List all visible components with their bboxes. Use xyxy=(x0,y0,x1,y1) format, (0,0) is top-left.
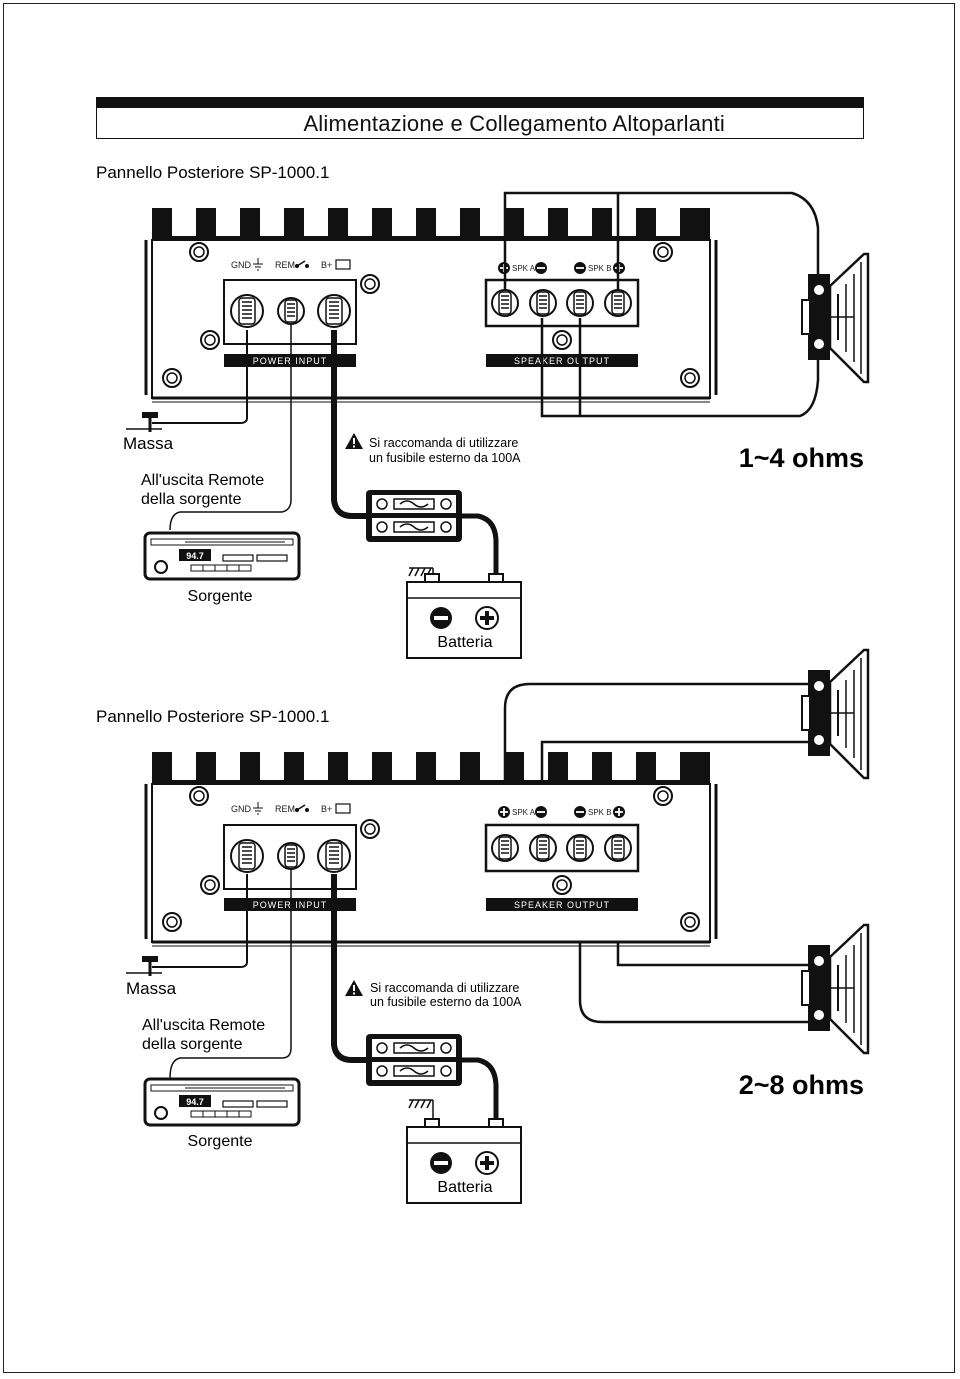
bplus-label: B+ xyxy=(321,804,332,814)
fuse-note-line1: Si raccomanda di utilizzare xyxy=(369,436,518,450)
remote-switch-icon xyxy=(295,804,309,812)
title-bar xyxy=(97,98,863,108)
power-wires xyxy=(152,324,499,580)
rem-label: REM xyxy=(275,804,295,814)
speaker xyxy=(800,252,870,384)
battery-label: Batteria xyxy=(437,1179,492,1196)
source-display: 94.7 xyxy=(186,1097,204,1107)
power-input-label: POWER INPUT xyxy=(253,900,328,910)
gnd-label: GND xyxy=(231,260,252,270)
battery-label: Batteria xyxy=(437,634,492,651)
spk-b-label: SPK B xyxy=(588,808,612,817)
bplus-label: B+ xyxy=(321,260,332,270)
battery-icon xyxy=(335,803,351,814)
remote-label-line1: All'uscita Remote xyxy=(142,1017,265,1034)
remote-label-line2: della sorgente xyxy=(141,491,242,508)
ground-label: Massa xyxy=(123,434,174,453)
rem-label: REM xyxy=(275,260,295,270)
spk-a-label: SPK A xyxy=(512,264,536,273)
speaker xyxy=(800,923,870,1055)
speaker-wires xyxy=(503,191,820,418)
fuse-note-line2: un fusibile esterno da 100A xyxy=(369,451,521,465)
warning-icon xyxy=(345,433,363,449)
speaker-output-label: SPEAKER OUTPUT xyxy=(514,900,610,910)
ground-bolt xyxy=(126,412,162,432)
source-display: 94.7 xyxy=(186,551,204,561)
fuse-holder xyxy=(365,1033,463,1087)
amplifier: GND REM B+ SPK A SPK B POWER INPUT SPEAK… xyxy=(144,208,718,403)
chassis-ground-icon xyxy=(408,567,434,578)
gnd-label: GND xyxy=(231,804,252,814)
ground-symbol-icon xyxy=(253,802,263,815)
fuse-note-line1: Si raccomanda di utilizzare xyxy=(370,981,519,995)
source-unit: 94.7 xyxy=(143,531,301,581)
spk-b-label: SPK B xyxy=(588,264,612,273)
chassis-ground-icon xyxy=(408,1099,434,1124)
battery-icon xyxy=(335,259,351,270)
fuse-note-line2: un fusibile esterno da 100A xyxy=(370,995,522,1009)
power-wires xyxy=(152,869,499,1125)
speaker xyxy=(800,648,870,780)
fuse-holder xyxy=(365,489,463,543)
impedance-label: 1~4 ohms xyxy=(739,443,864,473)
remote-switch-icon xyxy=(295,260,309,268)
amplifier: GND REM B+ SPK A SPK B POWER INPUT SPEAK… xyxy=(144,752,718,947)
power-input-label: POWER INPUT xyxy=(253,356,328,366)
page-border xyxy=(3,3,955,1373)
warning-icon xyxy=(345,980,363,996)
page-title: Alimentazione e Collegamento Altoparlant… xyxy=(303,111,725,136)
source-unit: 94.7 xyxy=(143,1077,301,1127)
panel-1: Pannello Posteriore SP-1000.1 xyxy=(96,163,870,659)
ground-symbol-icon xyxy=(253,258,263,271)
source-label: Sorgente xyxy=(188,1133,253,1150)
remote-label-line2: della sorgente xyxy=(142,1036,243,1053)
ground-label: Massa xyxy=(126,979,177,998)
speaker-output-label: SPEAKER OUTPUT xyxy=(514,356,610,366)
panel-2: Pannello Posteriore SP-1000.1 xyxy=(96,648,870,1204)
remote-label-line1: All'uscita Remote xyxy=(141,472,264,489)
spk-a-label: SPK A xyxy=(512,808,536,817)
ground-bolt xyxy=(126,956,162,976)
panel-label: Pannello Posteriore SP-1000.1 xyxy=(96,707,329,726)
impedance-label: 2~8 ohms xyxy=(739,1070,864,1100)
source-label: Sorgente xyxy=(188,588,253,605)
title-box: Alimentazione e Collegamento Altoparlant… xyxy=(96,97,864,139)
panel-label: Pannello Posteriore SP-1000.1 xyxy=(96,163,329,182)
